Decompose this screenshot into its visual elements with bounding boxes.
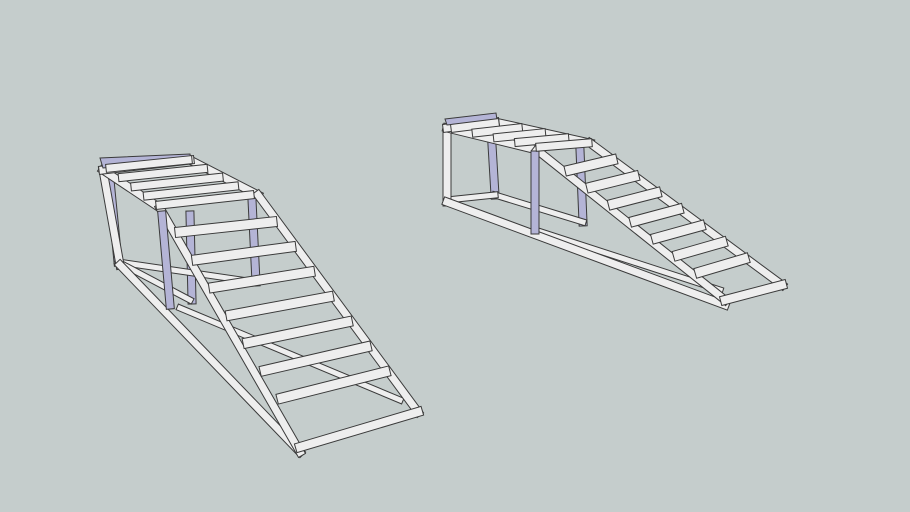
front-rail <box>293 405 425 454</box>
bottom-frame-member <box>114 258 259 286</box>
car-ramp-left[interactable] <box>96 153 425 459</box>
slope-rung <box>275 365 392 405</box>
vertical-post <box>157 210 175 310</box>
platform-rung <box>155 190 255 210</box>
slope-rung <box>585 169 641 194</box>
slope-rung <box>207 265 316 294</box>
platform-rung <box>492 128 547 143</box>
slope-rung <box>563 153 619 177</box>
slope-rung <box>671 235 729 262</box>
side-rail <box>441 196 731 311</box>
platform-rung <box>130 172 224 192</box>
platform-rung <box>513 133 570 148</box>
slope-rung <box>606 186 663 211</box>
bottom-frame-member <box>443 191 499 204</box>
platform-rung <box>105 155 193 173</box>
platform-rung <box>535 138 593 152</box>
bottom-frame-member <box>530 225 725 295</box>
platform-rung <box>142 181 240 201</box>
back-post <box>487 140 500 200</box>
side-rail <box>97 164 126 271</box>
bottom-frame-member <box>175 303 405 405</box>
slope-rung <box>190 240 298 266</box>
slope-rung <box>258 340 373 377</box>
platform-rung <box>449 117 501 134</box>
slope-rung <box>649 219 707 245</box>
slope-rung <box>628 202 685 228</box>
back-post <box>247 195 261 287</box>
slope-rung <box>224 290 335 322</box>
side-rail <box>113 258 307 459</box>
bottom-frame-member <box>113 257 195 305</box>
side-rail <box>153 201 307 459</box>
slope-rung <box>173 215 279 239</box>
slope-rung <box>241 315 354 350</box>
platform-rung <box>117 163 209 183</box>
car-ramp-right[interactable] <box>441 112 789 311</box>
platform-rung <box>471 123 524 138</box>
front-rail <box>718 278 789 307</box>
slope-rung <box>693 252 751 279</box>
